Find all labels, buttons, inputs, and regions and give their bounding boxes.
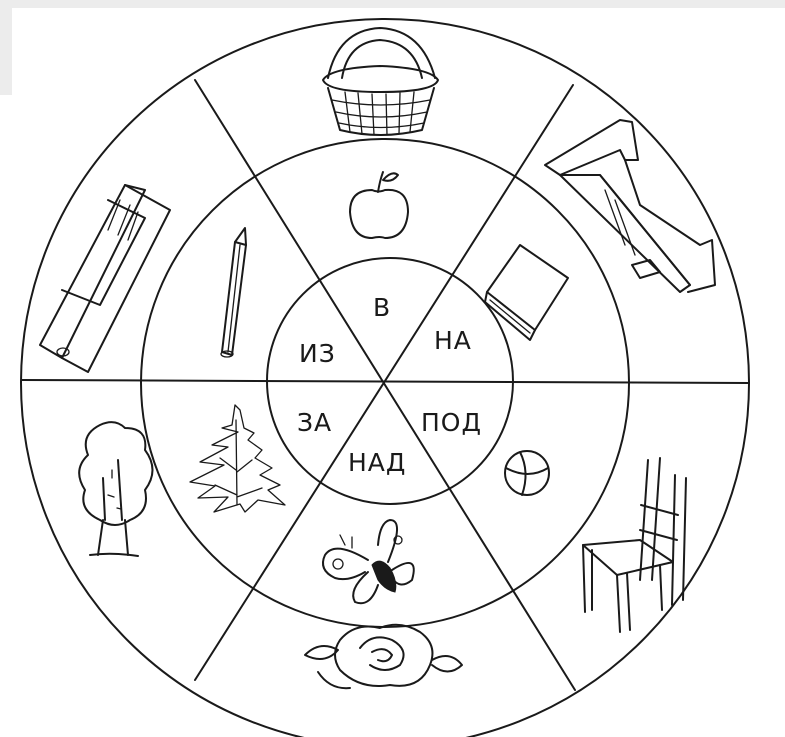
butterfly-icon	[323, 520, 414, 603]
word-v: В	[373, 293, 391, 322]
pencil-icon	[221, 228, 246, 357]
word-nad: НАД	[348, 448, 406, 477]
rose-icon	[305, 625, 462, 688]
word-iz: ИЗ	[299, 339, 336, 368]
book-icon	[485, 245, 568, 340]
word-pod: ПОД	[421, 408, 482, 437]
apple-icon	[350, 172, 408, 238]
tree-icon	[79, 422, 152, 556]
basket-icon	[323, 28, 438, 135]
fir-tree-icon	[190, 405, 285, 512]
ball-icon	[505, 451, 549, 495]
word-na: НА	[434, 326, 472, 355]
pencil-case-icon	[40, 185, 170, 372]
sector-dividers	[22, 80, 749, 690]
chair-icon	[583, 458, 686, 632]
word-za: ЗА	[297, 408, 332, 437]
slide-icon	[545, 120, 715, 292]
outer-ring	[21, 19, 749, 737]
